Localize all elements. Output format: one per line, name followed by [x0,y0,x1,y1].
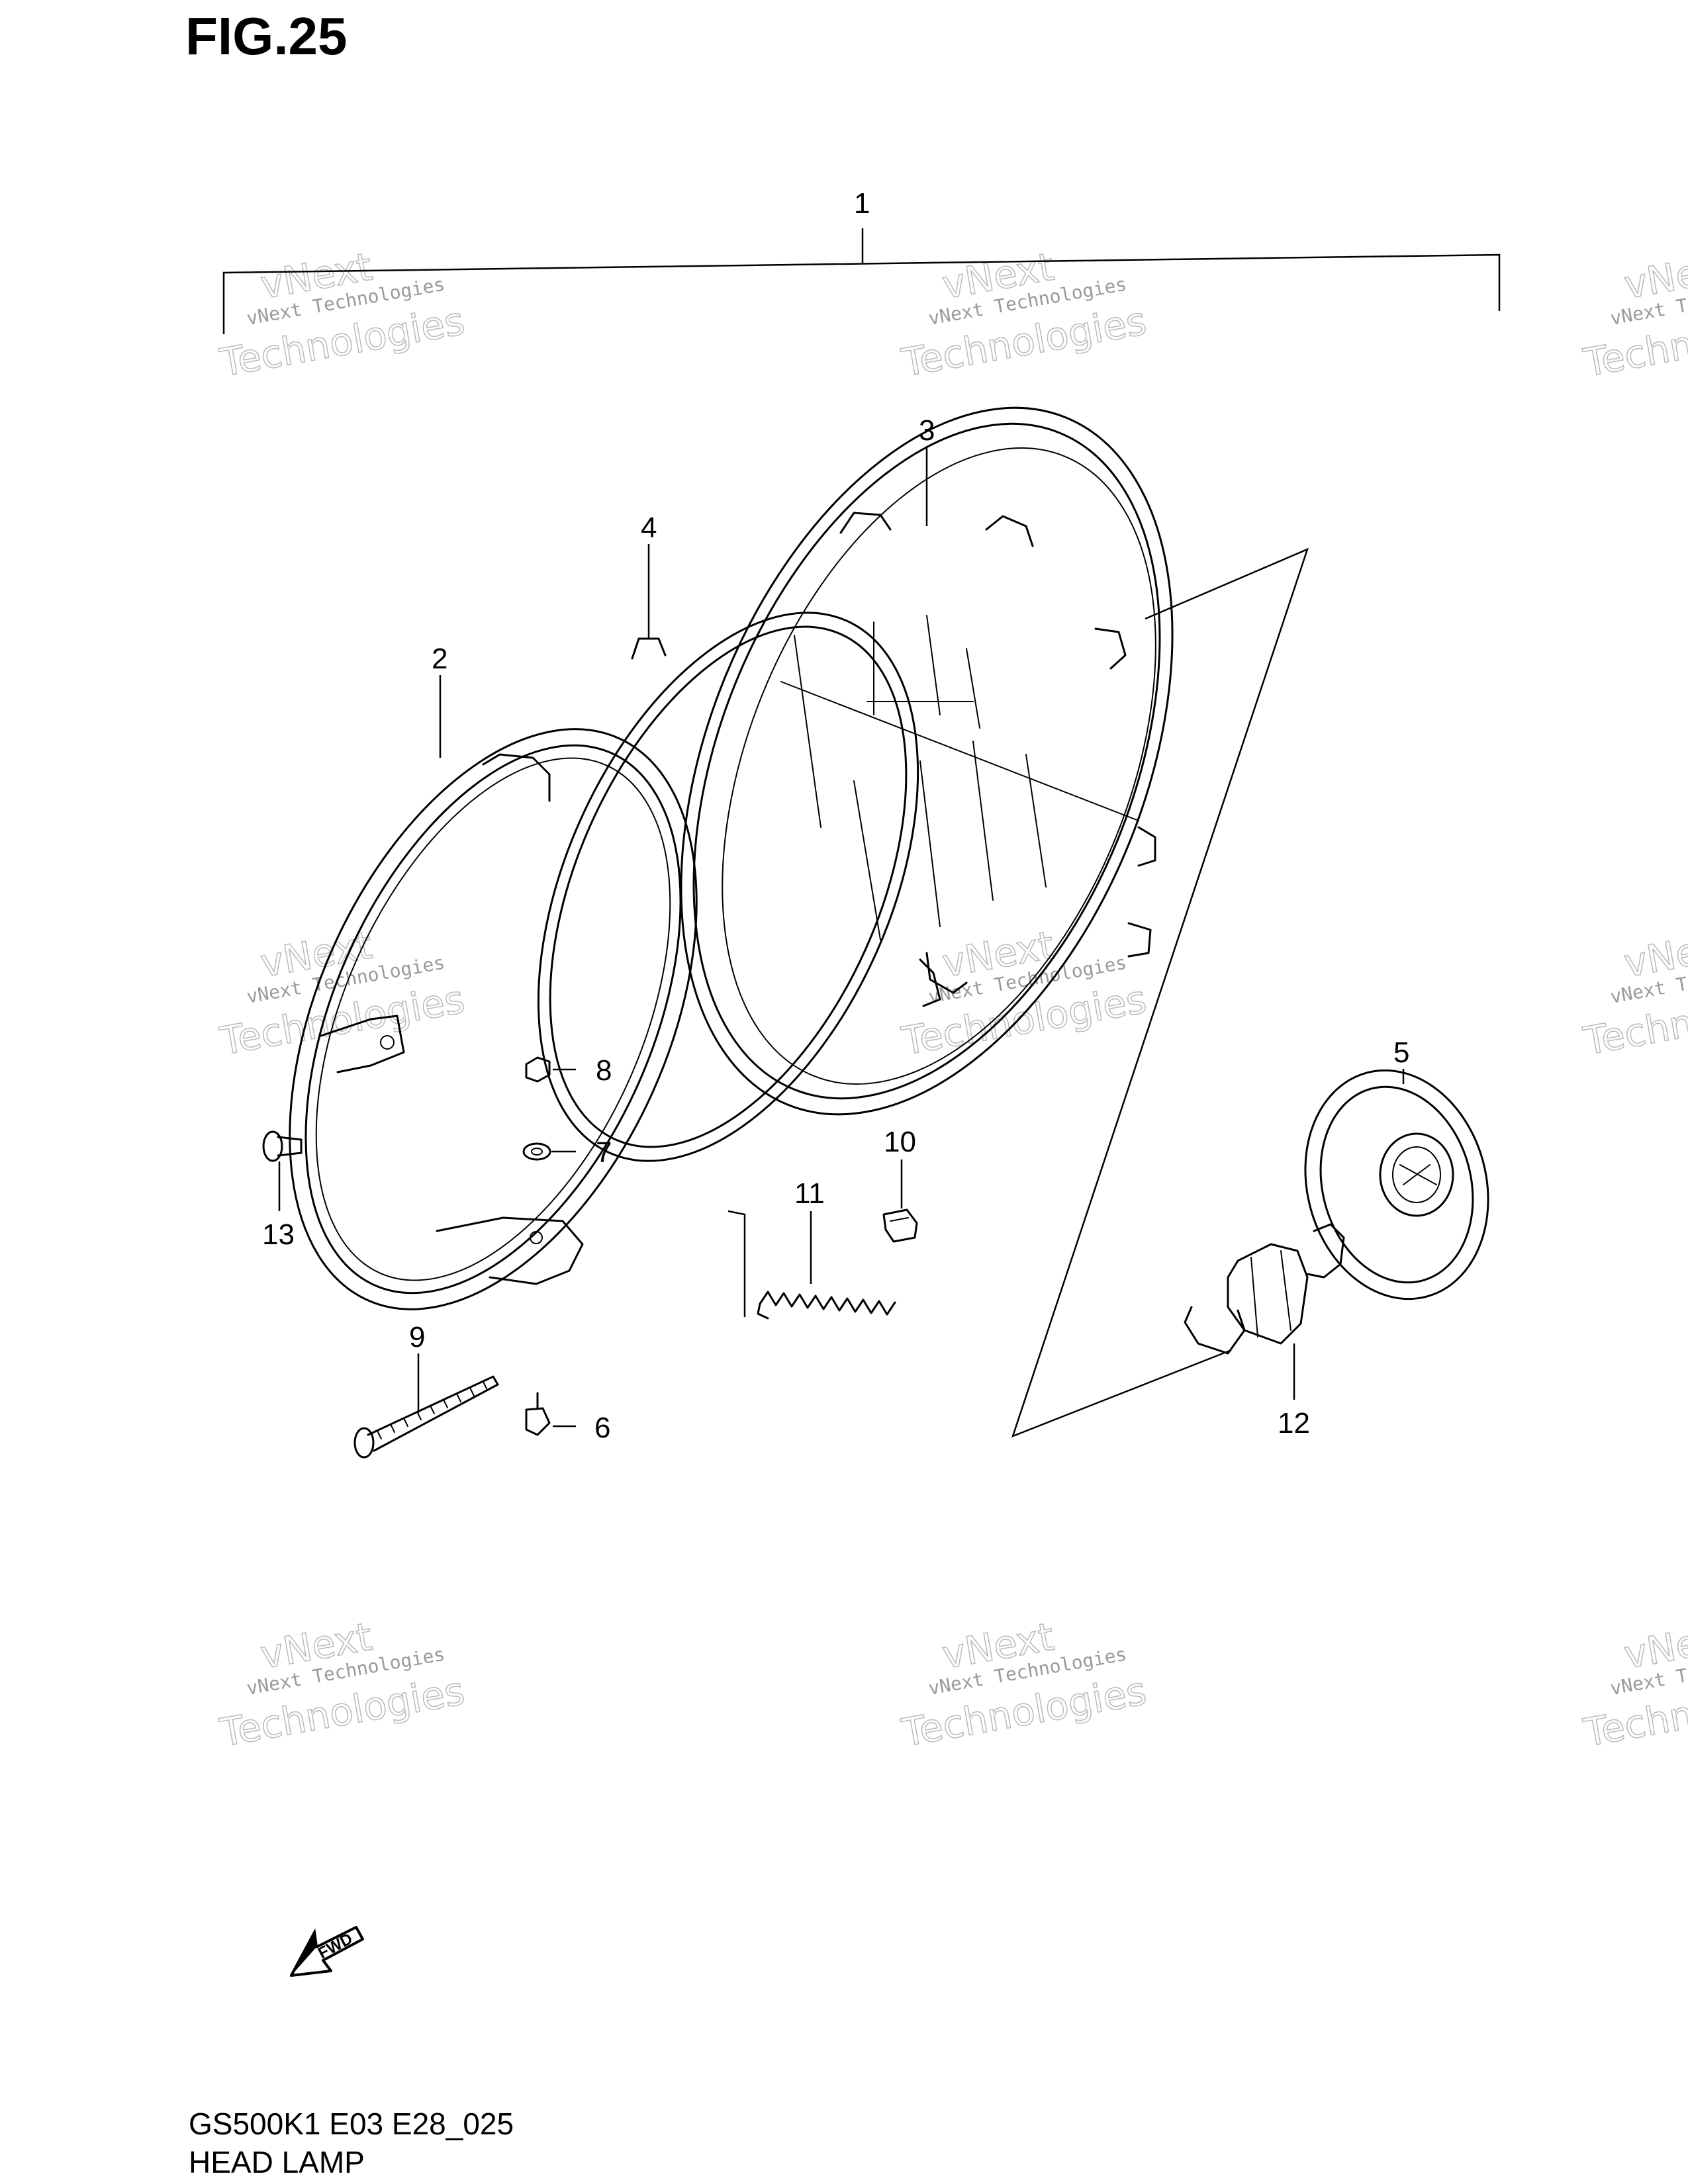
figure-title: FIG.25 [185,7,348,66]
callout-6: 6 [594,1412,610,1444]
watermark-bottom-center: vNext vNext Technologies Technologies [898,1614,1150,1756]
washer-part [522,1142,551,1161]
callout-2: 2 [432,643,447,675]
watermark-bottom-right: vNext vNext Technologies Technologies [1579,1614,1688,1756]
sub-assembly-frame [1011,547,1309,1438]
clip-part [882,1208,918,1243]
nut-part [525,1056,551,1083]
callout-5: 5 [1393,1036,1409,1069]
watermark-top-right: vNext vNext Technologies Technologies [1579,244,1688,386]
headlamp-rim [289,728,698,1310]
watermark-mid-right: vNext vNext Technologies Technologies [1579,922,1688,1064]
fwd-arrow-icon: FWD [290,1926,364,1977]
callout-9: 9 [409,1321,425,1353]
watermark-bottom-left: vNext vNext Technologies Technologies [216,1614,468,1756]
adjuster-bracket [727,1210,746,1317]
callout-10: 10 [884,1126,916,1158]
callout-7: 7 [596,1136,612,1169]
callout-11: 11 [794,1177,825,1210]
model-code: GS500K1 E03 E28_025 [189,2107,514,2141]
inner-ring [537,612,941,1162]
callout-12: 12 [1278,1407,1310,1439]
spring-part [757,1291,896,1320]
callout-3: 3 [919,414,935,447]
fwd-label: FWD [315,1930,355,1962]
callout-13: 13 [262,1218,295,1251]
watermark-top-left: vNext vNext Technologies Technologies [216,244,468,386]
socket-cover-part [1304,1069,1489,1300]
callout-8: 8 [596,1054,612,1087]
bolt-part [262,1130,303,1162]
long-screw-part [353,1375,499,1459]
watermark-top-center: vNext vNext Technologies Technologies [898,244,1150,386]
section-name: HEAD LAMP [189,2145,365,2179]
bulb-part [1184,1223,1345,1355]
headlamp-unit [680,406,1174,1116]
callout-4: 4 [641,512,657,544]
callout-1: 1 [854,187,870,220]
lens-pattern [780,615,1139,940]
watermark-mid-center: vNext vNext Technologies Technologies [898,922,1150,1064]
assembly-bracket [222,228,1501,334]
small-screw-part [525,1392,551,1436]
